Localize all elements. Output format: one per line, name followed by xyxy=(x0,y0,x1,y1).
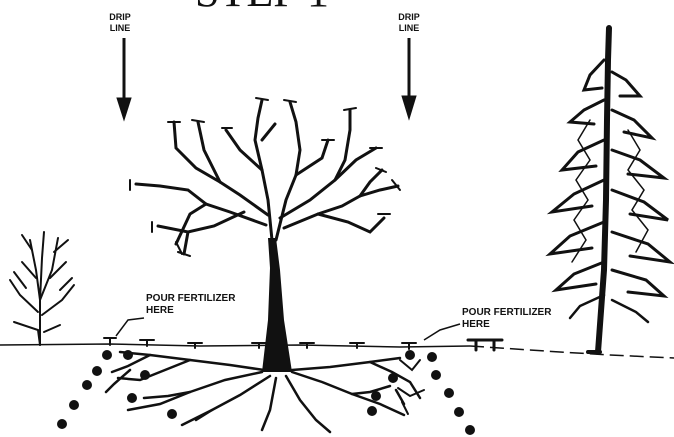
pour-right-pointer xyxy=(424,324,460,340)
drip-line-left-label: DRIP LINE xyxy=(109,12,131,33)
surface-stakes xyxy=(104,338,502,350)
drip-line-left-arrow xyxy=(117,38,131,120)
diagram-title: STEP 1 xyxy=(195,0,329,16)
drip-line-right-arrow xyxy=(402,38,416,119)
main-tree-canopy xyxy=(136,100,398,254)
drip-line-right-label: DRIP LINE xyxy=(398,12,420,33)
branch-tip-markers xyxy=(130,98,400,256)
svg-text:DRIP: DRIP xyxy=(109,12,131,22)
svg-text:LINE: LINE xyxy=(399,23,420,33)
pour-fertilizer-left-label: POUR FERTILIZER HERE xyxy=(146,293,236,316)
small-shrub xyxy=(10,232,74,345)
svg-text:POUR FERTILIZER: POUR FERTILIZER xyxy=(146,293,236,304)
right-root-branches xyxy=(398,360,424,414)
svg-text:DRIP: DRIP xyxy=(398,12,420,22)
ground-line xyxy=(0,344,674,358)
pour-fertilizer-right-label: POUR FERTILIZER HERE xyxy=(462,307,552,330)
main-tree-trunk xyxy=(262,238,292,372)
svg-text:POUR FERTILIZER: POUR FERTILIZER xyxy=(462,307,552,318)
svg-text:HERE: HERE xyxy=(462,319,490,330)
svg-text:HERE: HERE xyxy=(146,305,174,316)
pour-left-pointer xyxy=(116,318,144,336)
svg-text:LINE: LINE xyxy=(110,23,131,33)
conifer-tree xyxy=(550,28,670,352)
